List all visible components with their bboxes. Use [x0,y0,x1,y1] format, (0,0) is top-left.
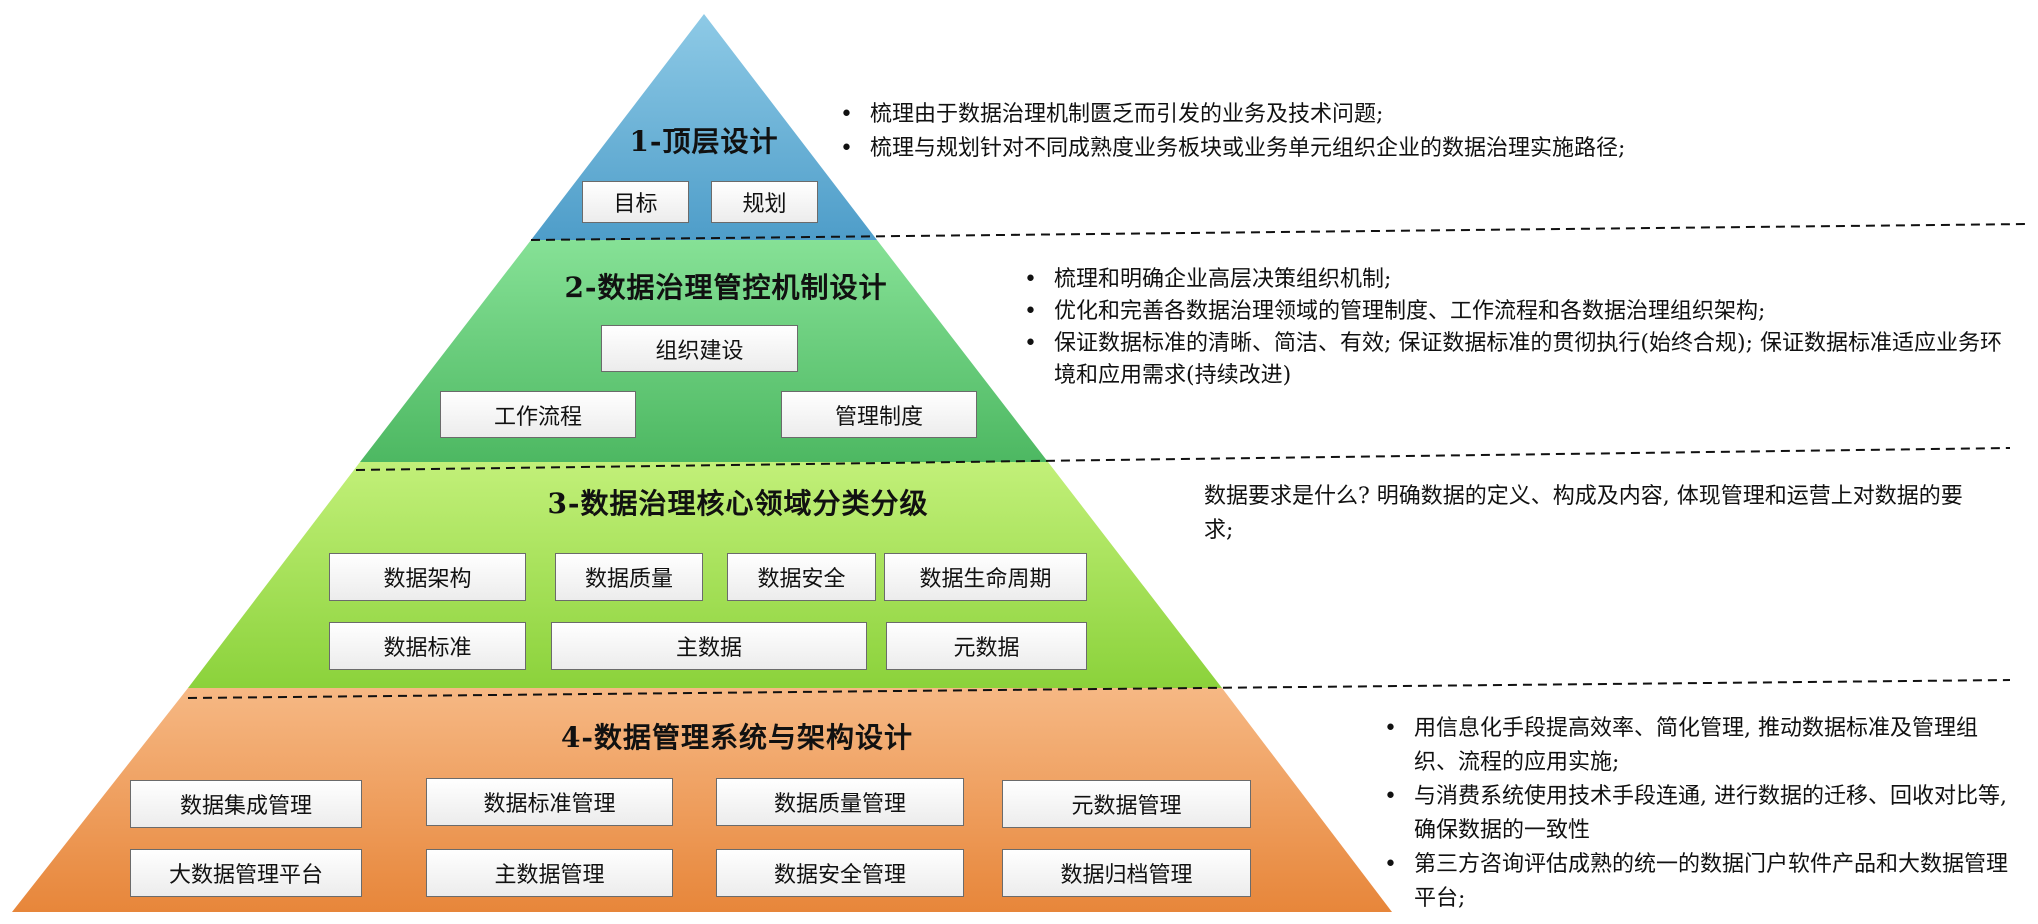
note-item: 梳理与规划针对不同成熟度业务板块或业务单元组织企业的数据治理实施路径; [836,132,2026,166]
note-item: 用信息化手段提高效率、简化管理, 推动数据标准及管理组织、流程的应用实施; [1380,712,2020,780]
layer-4-notes: 用信息化手段提高效率、简化管理, 推动数据标准及管理组织、流程的应用实施; 与消… [1380,712,2020,916]
note-item: 与消费系统使用技术手段连通, 进行数据的迁移、回收对比等, 确保数据的一致性 [1380,780,2020,848]
box-master-data-mgmt: 主数据管理 [426,849,673,897]
box-data-integration-mgmt: 数据集成管理 [130,780,362,828]
divider-1 [530,223,2031,241]
box-data-quality: 数据质量 [555,553,703,601]
note-item: 第三方咨询评估成熟的统一的数据门户软件产品和大数据管理平台; [1380,848,2020,916]
box-data-security-mgmt: 数据安全管理 [716,849,964,897]
box-metadata: 元数据 [886,622,1087,670]
note-item: 梳理由于数据治理机制匮乏而引发的业务及技术问题; [836,98,2026,132]
note-item: 保证数据标准的清晰、简洁、有效; 保证数据标准的贯彻执行(始终合规); 保证数据… [1020,328,2020,392]
box-plan: 规划 [711,181,818,223]
box-workflow: 工作流程 [440,391,636,438]
box-master-data: 主数据 [551,622,867,670]
note-item: 梳理和明确企业高层决策组织机制; [1020,264,2020,296]
box-data-standard: 数据标准 [329,622,526,670]
box-data-standard-mgmt: 数据标准管理 [426,778,673,826]
layer-2-title: 2-数据治理管控机制设计 [564,271,888,304]
divider-3 [187,679,2011,699]
note-item: 优化和完善各数据治理领域的管理制度、工作流程和各数据治理组织架构; [1020,296,2020,328]
box-data-archive-mgmt: 数据归档管理 [1002,849,1251,897]
layer-2-notes: 梳理和明确企业高层决策组织机制; 优化和完善各数据治理领域的管理制度、工作流程和… [1020,264,2020,392]
box-management-system: 管理制度 [781,391,977,438]
box-data-lifecycle: 数据生命周期 [884,553,1087,601]
box-data-architecture: 数据架构 [329,553,526,601]
box-metadata-mgmt: 元数据管理 [1002,780,1251,828]
box-bigdata-platform: 大数据管理平台 [130,849,362,897]
box-data-security: 数据安全 [727,553,876,601]
layer-3-notes: 数据要求是什么? 明确数据的定义、构成及内容, 体现管理和运营上对数据的要求; [1204,484,1963,543]
box-data-quality-mgmt: 数据质量管理 [716,778,964,826]
layer-4-title: 4-数据管理系统与架构设计 [560,721,914,754]
layer-3-title: 3-数据治理核心领域分类分级 [547,487,929,520]
box-goal: 目标 [582,181,689,223]
box-org-building: 组织建设 [601,325,798,372]
layer-1-notes: 梳理由于数据治理机制匮乏而引发的业务及技术问题; 梳理与规划针对不同成熟度业务板… [836,98,2026,166]
layer-1-title: 1-顶层设计 [629,125,779,158]
divider-2 [355,447,2011,471]
